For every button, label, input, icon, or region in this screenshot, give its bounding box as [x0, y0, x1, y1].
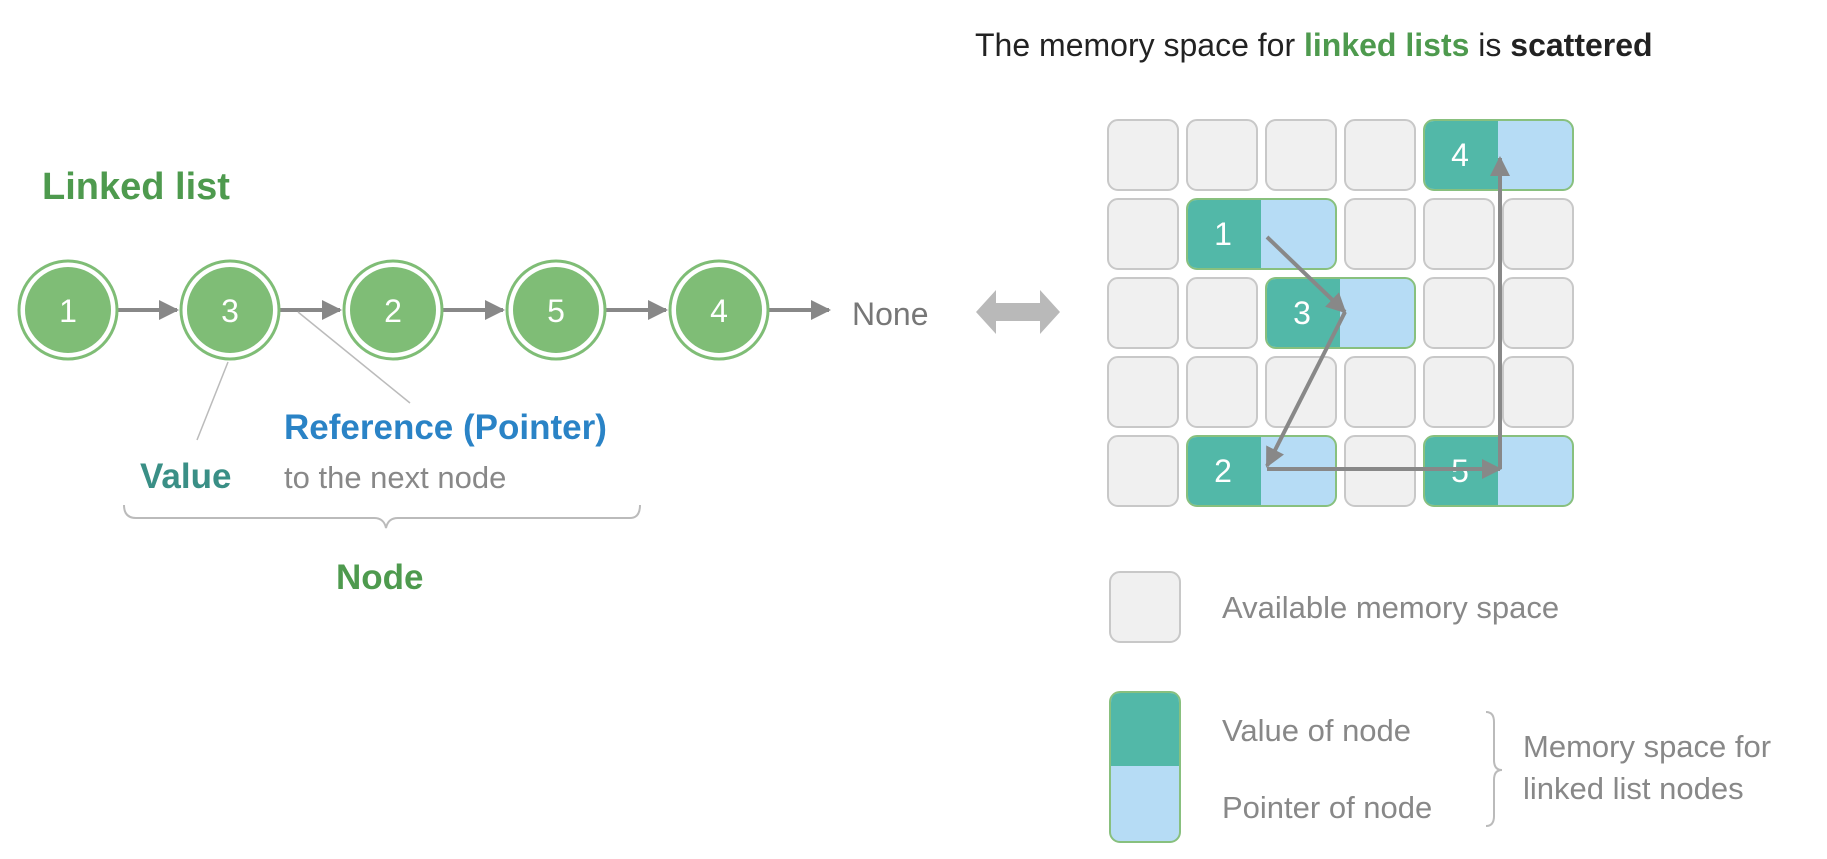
memory-cell-available: [1502, 198, 1574, 270]
pointer-arrow: [1265, 235, 1347, 314]
memory-node-value: 1: [1214, 216, 1232, 252]
memory-cell-available: [1107, 277, 1179, 349]
memory-node: 1: [1186, 198, 1337, 270]
list-node-value: 4: [710, 293, 728, 329]
legend-pointer-label: Pointer of node: [1222, 790, 1433, 825]
pointer-path: [1265, 156, 1510, 479]
memory-cell-available: [1107, 198, 1179, 270]
reference-leader-line: [297, 311, 411, 404]
list-node-value: 2: [384, 293, 402, 329]
memory-node-value-cell: [1188, 437, 1261, 505]
value-leader-line: [196, 361, 229, 441]
memory-cell-available: [1344, 356, 1416, 428]
memory-node: 4: [1423, 119, 1574, 191]
memory-cell-available: [1186, 356, 1258, 428]
linked-list-heading: Linked list: [42, 166, 230, 208]
memory-node-value: 4: [1451, 137, 1469, 173]
memory-node-value-cell: [1267, 279, 1340, 347]
diagram-title: The memory space for linked lists is sca…: [975, 29, 1653, 61]
list-node-value: 1: [59, 293, 77, 329]
reference-sublabel: to the next node: [284, 460, 507, 495]
pointer-arrow: [1265, 311, 1347, 468]
list-node: 5: [505, 259, 607, 361]
memory-cell-available: [1502, 277, 1574, 349]
memory-node-value-cell: [1188, 200, 1261, 268]
none-label: None: [852, 296, 929, 332]
memory-cell-available: [1107, 435, 1179, 507]
value-label: Value: [140, 457, 232, 496]
memory-cell-available: [1344, 198, 1416, 270]
legend-group-label: Memory space for linked list nodes: [1523, 729, 1772, 806]
list-node: 2: [342, 259, 444, 361]
linked-list-chain: 1 3 2 5 4: [17, 259, 831, 529]
memory-cell-available: [1423, 356, 1495, 428]
list-node: 4: [668, 259, 770, 361]
list-node-value: 3: [221, 293, 239, 329]
memory-cell-available: [1107, 119, 1179, 191]
memory-cell-available: [1502, 356, 1574, 428]
memory-node-value: 3: [1293, 295, 1311, 331]
memory-node: 2: [1186, 435, 1337, 507]
reference-label: Reference (Pointer): [284, 408, 607, 447]
legend-available-swatch: [1109, 571, 1181, 643]
list-node: 1: [17, 259, 119, 361]
memory-node-value: 2: [1214, 453, 1232, 489]
title-emphasis: scattered: [1510, 27, 1653, 63]
title-prefix: The memory space for: [975, 27, 1296, 63]
memory-cell-available: [1107, 356, 1179, 428]
legend-available-label: Available memory space: [1222, 590, 1560, 625]
title-highlight: linked lists: [1304, 27, 1470, 63]
node-label: Node: [336, 558, 424, 597]
memory-cell-available: [1423, 277, 1495, 349]
double-arrow-icon: [976, 290, 1060, 334]
memory-cell-available: [1186, 277, 1258, 349]
memory-cell-available: [1344, 119, 1416, 191]
memory-cell-available: [1265, 119, 1337, 191]
title-middle: is: [1478, 27, 1502, 63]
legend-graphics: [1109, 571, 1503, 843]
memory-cell-available: [1423, 198, 1495, 270]
list-node: 3: [179, 259, 281, 361]
node-brace: [123, 504, 641, 529]
legend-value-swatch: [1111, 693, 1179, 766]
memory-cell-available: [1186, 119, 1258, 191]
memory-node-value-cell: [1425, 121, 1498, 189]
legend-bracket: [1485, 711, 1503, 827]
memory-cell-available: [1265, 356, 1337, 428]
legend-value-label: Value of node: [1222, 713, 1412, 748]
memory-node: 3: [1265, 277, 1416, 349]
list-node-value: 5: [547, 293, 565, 329]
